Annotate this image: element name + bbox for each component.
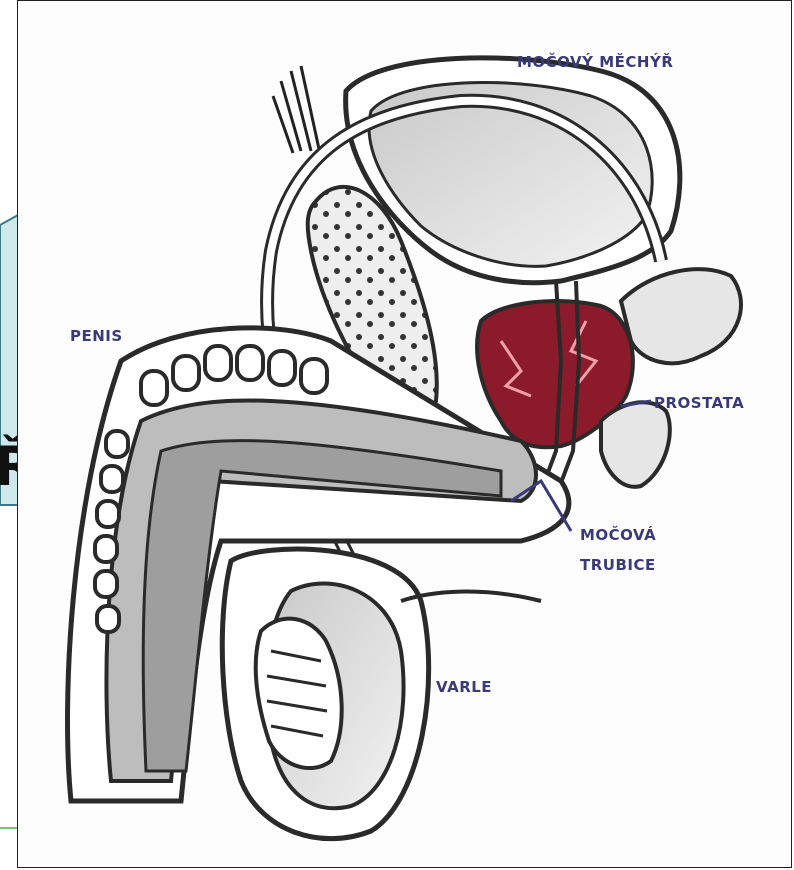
- slide-divider: [0, 827, 18, 829]
- scrotum-shape: [222, 549, 428, 839]
- bulbourethral-gland: [621, 269, 741, 363]
- label-bladder: MOČOVÝ MĚCHÝŘ: [517, 53, 673, 71]
- anatomy-diagram: MOČOVÝ MĚCHÝŘ PENIS PROSTATA MOČOVÁ TRUB…: [17, 0, 792, 868]
- label-prostate: PROSTATA: [654, 394, 744, 412]
- label-urethra-line1: MOČOVÁ: [580, 526, 656, 544]
- label-urethra-line2: TRUBICE: [580, 556, 656, 574]
- vessel-bundle: [273, 66, 319, 153]
- label-penis: PENIS: [70, 327, 123, 345]
- label-testis: VARLE: [436, 678, 492, 696]
- anatomy-illustration: [18, 1, 793, 869]
